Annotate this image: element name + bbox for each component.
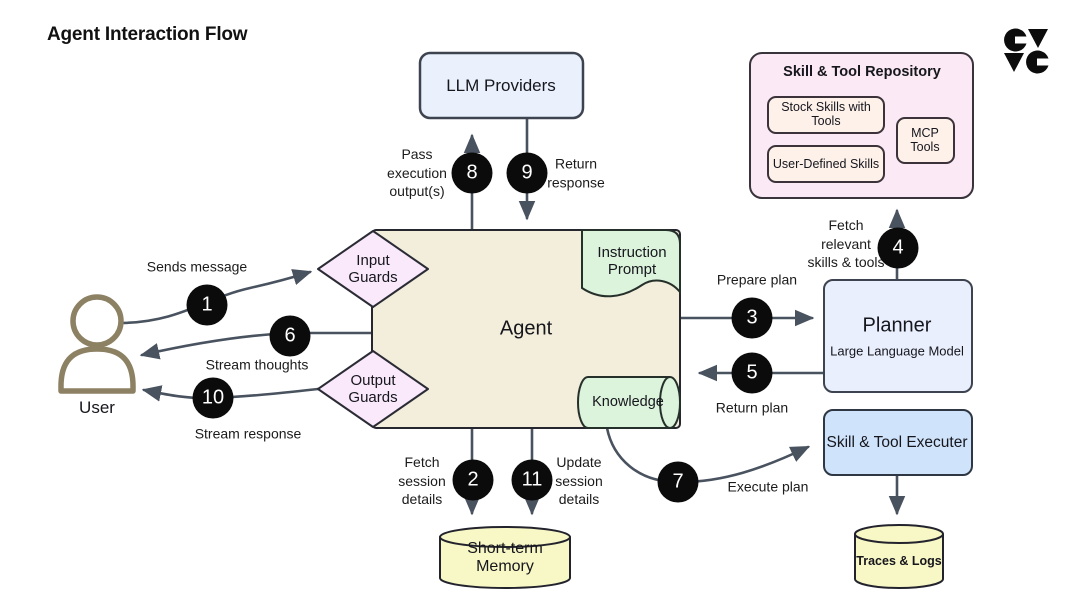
edge-sends-message — [120, 269, 313, 325]
agent-label: Agent — [499, 317, 553, 340]
fetch-session-label: Fetch session details — [398, 454, 446, 508]
planner-label: Planner — [862, 314, 932, 337]
planner-box — [823, 279, 973, 393]
traces-logs-label: Traces & Logs — [856, 554, 942, 568]
stream-thoughts-label: Stream thoughts — [205, 356, 309, 373]
edge-execute-plan — [605, 426, 811, 484]
stream-response-label: Stream response — [194, 425, 302, 442]
instruction-prompt-label: Instruction Prompt — [597, 244, 667, 278]
instruction-prompt-shape — [581, 229, 681, 298]
page-title: Agent Interaction Flow — [47, 24, 248, 45]
step-badge-7: 7 — [657, 461, 699, 503]
brand-logo-icon — [1004, 28, 1049, 74]
execute-plan-label: Execute plan — [727, 478, 809, 495]
step-badge-8: 8 — [451, 152, 493, 194]
llm-providers-box — [418, 51, 585, 120]
stock-skills-label: Stock Skills with Tools — [781, 100, 871, 128]
input-guards-diamond — [317, 230, 429, 308]
prepare-plan-label: Prepare plan — [716, 271, 798, 288]
step-badge-3: 3 — [731, 297, 773, 339]
mcp-tools-box — [896, 117, 955, 164]
short-term-memory-label: Short-term Memory — [467, 540, 543, 575]
executer-box — [823, 409, 973, 476]
user-label: User — [79, 398, 115, 417]
step-badge-10: 10 — [192, 377, 234, 419]
stock-skills-box — [767, 96, 885, 134]
output-guards-label: Output Guards — [348, 372, 398, 406]
step-badge-5: 5 — [731, 352, 773, 394]
step-badge-6: 6 — [269, 315, 311, 357]
step-badge-11: 11 — [511, 459, 553, 501]
pass-output-label: Pass execution output(s) — [387, 146, 447, 200]
user-icon — [58, 294, 136, 394]
user-defined-skills-label: User-Defined Skills — [772, 157, 880, 171]
output-guards-diamond — [317, 350, 429, 428]
step-badge-4: 4 — [877, 227, 919, 269]
edge-stream-thoughts — [139, 331, 373, 360]
step-badge-1: 1 — [186, 284, 228, 326]
sends-message-label: Sends message — [146, 258, 248, 275]
knowledge-shape — [577, 376, 681, 429]
traces-logs-cylinder — [854, 524, 944, 589]
repository-title: Skill & Tool Repository — [783, 64, 941, 80]
step-badge-2: 2 — [452, 459, 494, 501]
mcp-tools-label: MCP Tools — [910, 126, 940, 154]
short-term-memory-cylinder — [439, 526, 571, 589]
fetch-skills-label: Fetch relevant skills & tools — [807, 217, 885, 271]
llm-providers-label: LLM Providers — [446, 76, 556, 95]
knowledge-label: Knowledge — [592, 394, 664, 410]
step-badge-9: 9 — [506, 152, 548, 194]
return-plan-label: Return plan — [715, 399, 789, 416]
planner-sublabel: Large Language Model — [830, 343, 964, 359]
user-defined-skills-box — [767, 145, 885, 183]
input-guards-label: Input Guards — [348, 252, 398, 286]
update-session-label: Update session details — [555, 454, 603, 508]
return-response-label: Return response — [547, 155, 605, 190]
executer-label: Skill & Tool Executer — [826, 434, 968, 451]
